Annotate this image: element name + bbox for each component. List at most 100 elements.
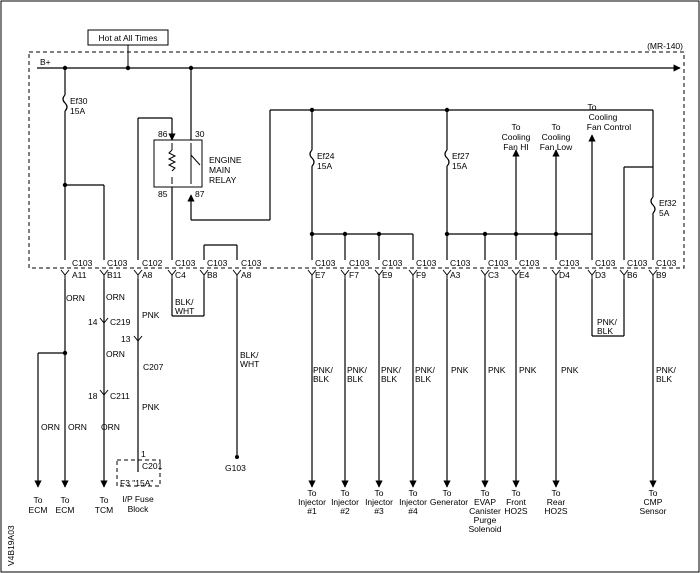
ef32-amp: 5A — [659, 208, 670, 218]
pin-e4: E4 — [519, 270, 530, 280]
ef30-amp: 15A — [70, 106, 85, 116]
pin-a3: A3 — [450, 270, 461, 280]
inj4-label: Injector — [399, 497, 427, 507]
fan-ctl-label-2: Fan Control — [587, 122, 632, 132]
evap-label-1: EVAP — [474, 497, 496, 507]
evap-to: To — [481, 488, 490, 498]
wire-blkwht-loop-2: WHT — [175, 306, 194, 316]
wire-orn-c219: ORN — [106, 349, 125, 359]
pin-c4: C4 — [175, 270, 186, 280]
fan-low-to: To — [552, 122, 561, 132]
wire-orn-a11: ORN — [66, 293, 85, 303]
inj4-num: #4 — [408, 506, 418, 516]
to-tcm: TCM — [95, 505, 113, 515]
relay-switch — [190, 154, 201, 166]
evap-label-3: Purge — [474, 515, 497, 525]
cmp-label-2: Sensor — [640, 506, 667, 516]
c103-e4: C103 — [519, 258, 540, 268]
wire-pnk-rear: PNK — [561, 365, 579, 375]
inj1-label: Injector — [298, 497, 326, 507]
connector-symbols — [60, 269, 658, 279]
rear-label-2: HO2S — [544, 506, 567, 516]
wire-inj2-2: BLK — [347, 374, 363, 384]
rear-label-1: Rear — [547, 497, 566, 507]
pin-d4: D4 — [559, 270, 570, 280]
gen-to: To — [443, 488, 452, 498]
bplus-label: B+ — [40, 57, 51, 67]
relay-coil — [167, 149, 177, 172]
wire-inj1-2: BLK — [313, 374, 329, 384]
relay-pin-86: 86 — [158, 129, 168, 139]
c103-e7: C103 — [315, 258, 336, 268]
c103-d3: C103 — [595, 258, 616, 268]
relay-label-3: RELAY — [209, 175, 237, 185]
relay-label-1: ENGINE — [209, 155, 242, 165]
pin-b9: B9 — [656, 270, 667, 280]
ef32-fuse — [650, 196, 656, 214]
inj2-label: Injector — [331, 497, 359, 507]
ip-fuse-label-2: Block — [128, 504, 150, 514]
pin-f9: F9 — [416, 270, 426, 280]
pin-f7: F7 — [349, 270, 359, 280]
to-ecm-1-to: To — [34, 495, 43, 505]
inj2-to: To — [341, 488, 350, 498]
ef24-label: Ef24 — [317, 151, 335, 161]
c211-label: C211 — [110, 391, 130, 401]
c201-pin: 1 — [141, 449, 146, 459]
c103-b6: C103 — [627, 258, 648, 268]
wire-orn-ecm1: ORN — [41, 422, 60, 432]
ef27-fuse — [444, 149, 450, 167]
c103-f7: C103 — [349, 258, 370, 268]
pin-c3: C3 — [488, 270, 499, 280]
c219-label: C219 — [110, 317, 131, 327]
hot-label: Hot at All Times — [98, 33, 157, 43]
inj2-num: #2 — [340, 506, 350, 516]
c103-d4: C103 — [559, 258, 580, 268]
wire-pnk-evap: PNK — [488, 365, 506, 375]
ef24-amp: 15A — [317, 161, 332, 171]
c103-c4: C103 — [175, 258, 196, 268]
fan-low-label-1: Cooling — [542, 132, 571, 142]
wire-orn-c211: ORN — [101, 422, 120, 432]
pin-b8: B8 — [207, 270, 218, 280]
ef27-amp: 15A — [452, 161, 467, 171]
wire-blkwht-g-2: WHT — [240, 359, 259, 369]
c207-pin: 13 — [121, 334, 131, 344]
c103-a11: C103 — [72, 258, 93, 268]
ef30-label: Ef30 — [70, 96, 88, 106]
connector-row: C103 C103 C102 C103 C103 C103 C103 C103 … — [72, 258, 677, 268]
wire-inj3-2: BLK — [381, 374, 397, 384]
c103-a3: C103 — [450, 258, 471, 268]
wire-blkwht-loop-1: BLK/ — [175, 297, 194, 307]
ip-fuse-label-1: I/P Fuse — [122, 494, 154, 504]
pin-a8b: A8 — [241, 270, 252, 280]
wire-orn-b11: ORN — [106, 292, 125, 302]
wire-inj4-2: BLK — [415, 374, 431, 384]
pin-e9: E9 — [382, 270, 393, 280]
c207-label: C207 — [143, 362, 164, 372]
c211-pin: 18 — [88, 391, 98, 401]
pin-a11: A11 — [72, 270, 87, 280]
gen-label: Generator — [430, 497, 468, 507]
c219-pin: 14 — [88, 317, 98, 327]
wire-pnkblk-loop-1: PNK/ — [597, 317, 617, 327]
inj1-num: #1 — [307, 506, 317, 516]
c102-a8: C102 — [142, 258, 163, 268]
rear-to: To — [552, 488, 561, 498]
pin-b11: B11 — [107, 270, 122, 280]
pin-a8: A8 — [142, 270, 153, 280]
fan-low-label-2: Fan Low — [540, 142, 573, 152]
fuse-block-boundary — [28, 51, 685, 269]
c103-f9: C103 — [416, 258, 437, 268]
front-to: To — [512, 488, 521, 498]
wire-pnk-front: PNK — [519, 365, 537, 375]
front-label-2: HO2S — [504, 506, 527, 516]
inj4-to: To — [409, 488, 418, 498]
wire-pnk-a8: PNK — [142, 310, 160, 320]
relay-pin-85: 85 — [158, 189, 168, 199]
inj3-to: To — [375, 488, 384, 498]
c103-b9: C103 — [656, 258, 677, 268]
